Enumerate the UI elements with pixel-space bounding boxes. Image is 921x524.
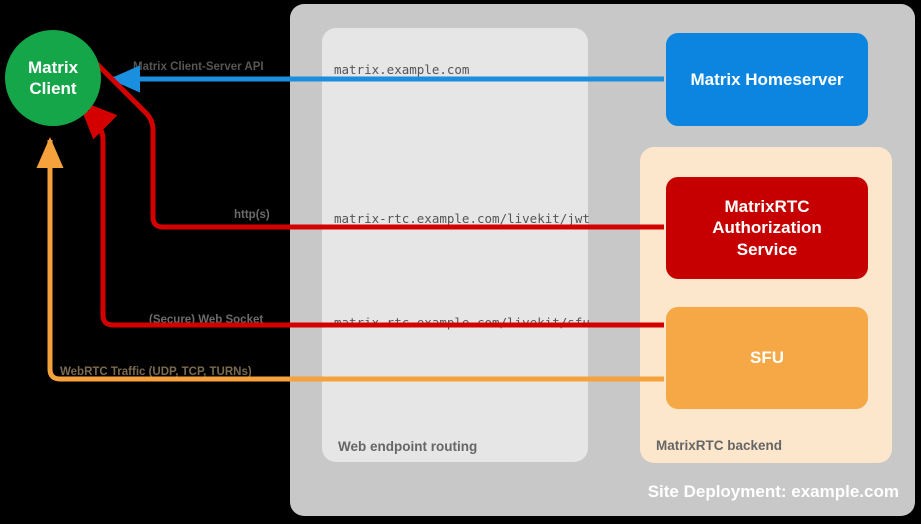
web-endpoint-routing-caption: Web endpoint routing <box>338 439 478 454</box>
matrixrtc-backend-caption: MatrixRTC backend <box>656 438 783 453</box>
connection-label-client-server-api: Matrix Client-Server API <box>133 61 264 73</box>
connection-label-http-s: http(s) <box>234 209 270 221</box>
sfu-label: SFU <box>750 348 784 368</box>
auth-label-line3: Service <box>736 239 798 259</box>
matrix-homeserver-node[interactable]: Matrix Homeserver <box>666 33 868 126</box>
connection-label-webrtc-traffic: WebRTC Traffic (UDP, TCP, TURNs) <box>60 366 252 378</box>
web-endpoint-routing-panel <box>322 28 588 462</box>
auth-label-line1: MatrixRTC <box>724 197 810 217</box>
client-label-line2: Client <box>29 79 77 98</box>
matrixrtc-authorization-service-label: MatrixRTC Authorization Service <box>712 196 822 260</box>
connection-label-secure-web-socket: (Secure) Web Socket <box>149 314 264 326</box>
sfu-node[interactable]: SFU <box>666 307 868 409</box>
auth-label-line2: Authorization <box>712 218 822 238</box>
matrix-homeserver-label: Matrix Homeserver <box>690 69 844 89</box>
client-label-line1: Matrix <box>27 57 79 77</box>
matrixrtc-authorization-service-node[interactable]: MatrixRTC Authorization Service <box>666 177 868 279</box>
endpoint-url-jwt: matrix-rtc.example.com/livekit/jwt <box>334 211 590 226</box>
endpoint-url-homeserver: matrix.example.com <box>334 62 470 77</box>
site-deployment-caption: Site Deployment: example.com <box>647 482 899 501</box>
matrix-client-node[interactable]: Matrix Client <box>5 30 101 126</box>
matrix-client-label: Matrix Client <box>28 57 78 100</box>
endpoint-url-sfu: matrix-rtc.example.com/livekit/sfu <box>334 315 590 330</box>
